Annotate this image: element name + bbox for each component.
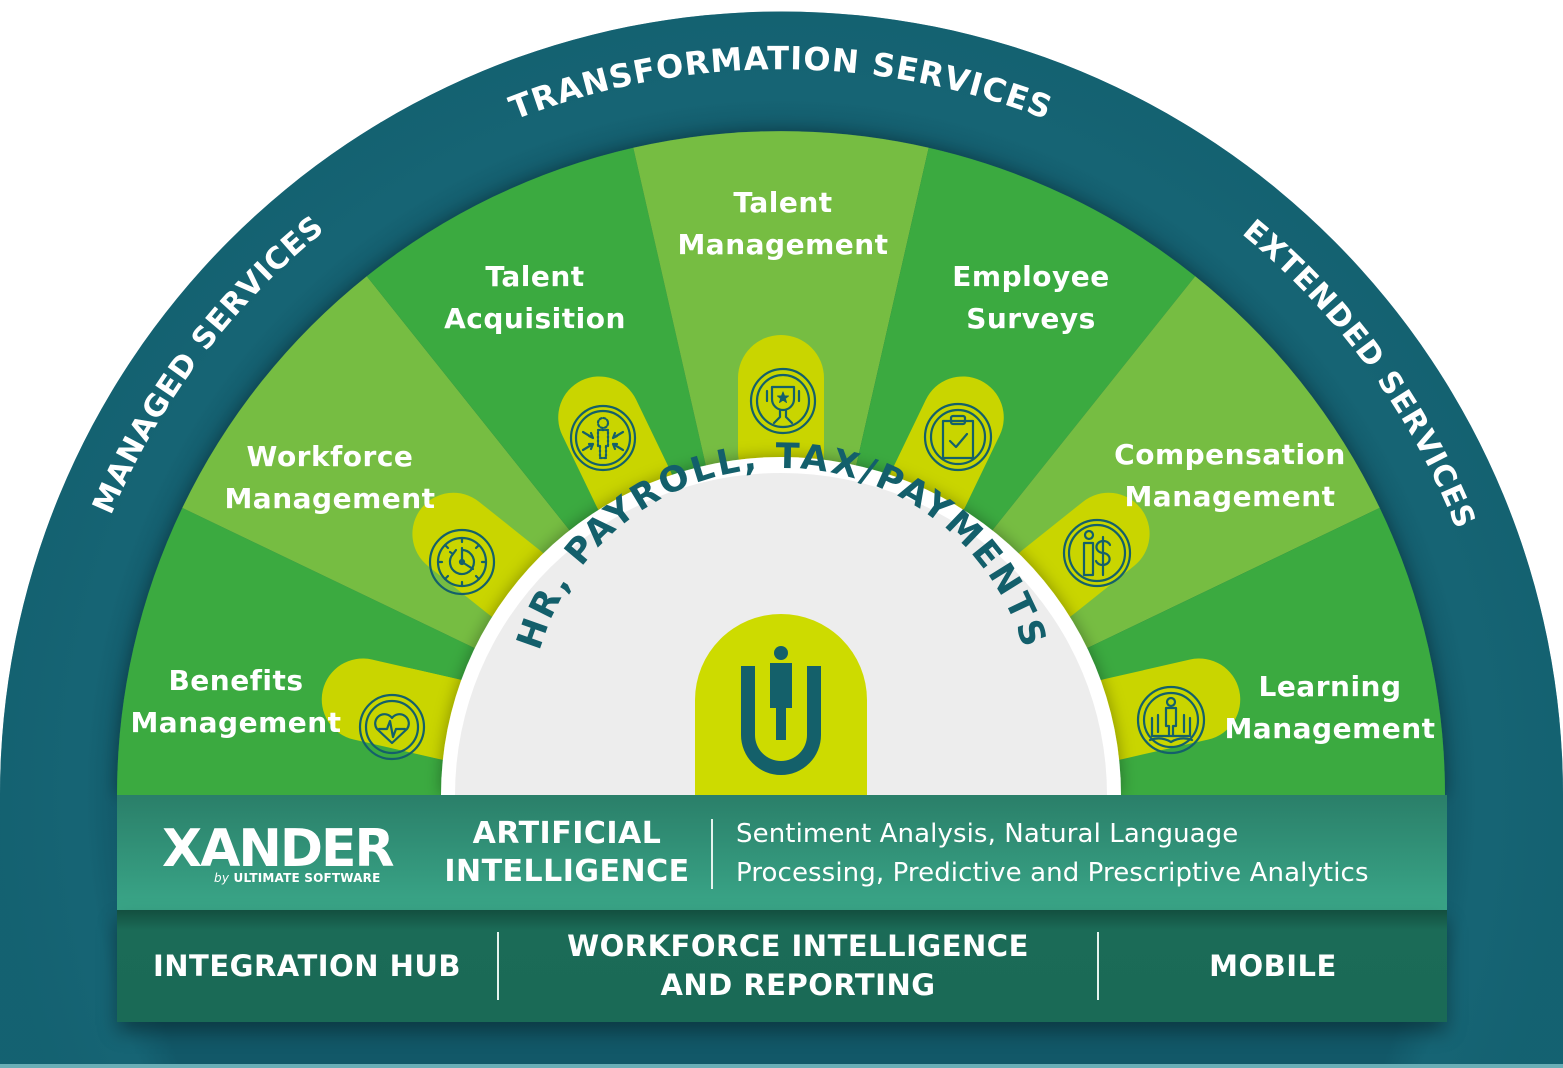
workforce-intelligence-label: WORKFORCE INTELLIGENCE AND REPORTING bbox=[567, 929, 1029, 1002]
ai-title: ARTIFICIAL INTELLIGENCE bbox=[444, 816, 690, 889]
ai-description: Sentiment Analysis, Natural Language Pro… bbox=[736, 819, 1369, 888]
ultimate-software-u-logo bbox=[695, 614, 867, 795]
wedge-label-benefits: Benefits Management bbox=[130, 664, 342, 739]
xander-logo: XANDER by ULTIMATE SOFTWARE bbox=[162, 819, 402, 889]
xander-byline: by ULTIMATE SOFTWARE bbox=[214, 871, 381, 885]
ai-divider bbox=[711, 819, 713, 889]
platform-bar: INTEGRATION HUB WORKFORCE INTELLIGENCE A… bbox=[117, 910, 1447, 1022]
heart-pulse-icon bbox=[358, 693, 426, 761]
bottom-divider-1 bbox=[497, 932, 499, 1000]
clock-icon bbox=[428, 528, 496, 596]
bottom-divider-2 bbox=[1097, 932, 1099, 1000]
person-book-icon bbox=[1136, 685, 1206, 755]
wedge-label-employee-surveys: Employee Surveys bbox=[952, 260, 1110, 335]
ai-bar: XANDER by ULTIMATE SOFTWARE ARTIFICIAL I… bbox=[117, 795, 1447, 910]
person-target-icon bbox=[569, 404, 637, 472]
person-dollar-icon bbox=[1062, 518, 1132, 588]
trophy-star-icon bbox=[749, 367, 817, 435]
clipboard-check-icon bbox=[923, 402, 993, 472]
xander-wordmark: XANDER bbox=[162, 819, 395, 879]
wedge-label-learning: Learning Management bbox=[1224, 670, 1436, 745]
wedge-label-workforce: Workforce Management bbox=[224, 440, 436, 515]
wedge-label-talent-management: Talent Management bbox=[677, 186, 889, 261]
wedge-label-compensation: Compensation Management bbox=[1114, 438, 1346, 513]
mobile-label: MOBILE bbox=[1209, 948, 1337, 983]
integration-hub-label: INTEGRATION HUB bbox=[153, 948, 461, 983]
wedge-label-talent-acquisition: Talent Acquisition bbox=[444, 260, 626, 335]
